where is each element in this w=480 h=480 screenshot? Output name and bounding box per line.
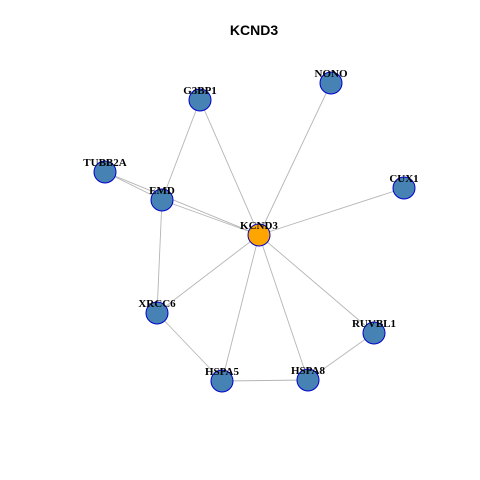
edge-kcnd3-hspa8 (258, 234, 309, 381)
edge-hspa8-ruvbl1 (307, 332, 375, 381)
node-label-hspa5: HSPA5 (205, 366, 240, 378)
edge-emd-xrcc6 (156, 199, 163, 314)
node-hspa5 (210, 369, 234, 393)
edge-kcnd3-ruvbl1 (258, 234, 375, 334)
edge-kcnd3-hspa5 (221, 234, 260, 382)
node-label-kcnd3: KCND3 (240, 220, 278, 232)
node-label-tubb2a: TUBB2A (83, 157, 126, 169)
edge-kcnd3-nono (258, 82, 332, 236)
node-cux1 (392, 176, 416, 200)
node-label-xrcc6: XRCC6 (138, 298, 176, 310)
edge-kcnd3-emd (161, 199, 260, 236)
edge-kcnd3-xrcc6 (156, 234, 260, 314)
node-kcnd3 (247, 223, 271, 247)
edge-kcnd3-tubb2a (104, 171, 260, 236)
node-label-emd: EMD (149, 185, 175, 197)
node-hspa8 (296, 368, 320, 392)
node-label-g3bp1: G3BP1 (183, 85, 217, 97)
edge-g3bp1-emd (161, 99, 201, 201)
nodes-layer (93, 71, 416, 393)
node-xrcc6 (145, 301, 169, 325)
node-label-ruvbl1: RUVBL1 (352, 318, 396, 330)
node-label-cux1: CUX1 (389, 173, 418, 185)
edge-kcnd3-cux1 (258, 187, 405, 236)
edge-kcnd3-g3bp1 (199, 99, 260, 236)
edge-hspa5-hspa8 (221, 379, 309, 382)
node-label-nono: NONO (315, 68, 348, 80)
edge-xrcc6-hspa5 (156, 312, 223, 382)
node-tubb2a (93, 160, 117, 184)
node-g3bp1 (188, 88, 212, 112)
node-ruvbl1 (362, 321, 386, 345)
node-label-hspa8: HSPA8 (291, 365, 326, 377)
node-nono (319, 71, 343, 95)
graph-title: KCND3 (230, 22, 278, 38)
node-emd (150, 188, 174, 212)
